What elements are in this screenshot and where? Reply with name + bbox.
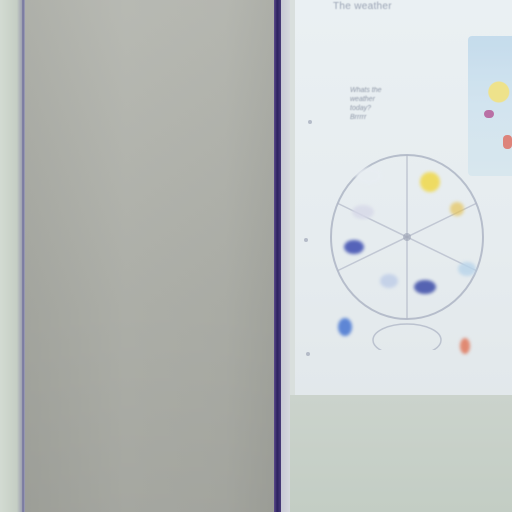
rain-icon [338,318,352,336]
corner-decoration [503,135,512,149]
rain-icon [414,280,436,294]
sun-icon [450,202,464,216]
snow-icon [458,262,476,276]
poster-dot [308,120,312,124]
poster-title: The weather [333,1,392,12]
door-edge-line [22,0,25,512]
poster-dot [306,352,310,356]
left-wall-strip [0,0,24,512]
door-shading [25,0,275,512]
corner-decoration [484,110,494,118]
cloud-icon [356,168,382,184]
grey-door-panel [25,0,275,512]
cloud-icon [380,274,398,288]
lower-wall [290,395,512,512]
rain-icon [344,240,364,254]
sun-icon [460,338,470,354]
corner-picture [468,36,512,176]
poster-note: Whats the weather today? Brrrrr [350,87,382,121]
cloud-icon [352,205,374,219]
poster-dot [304,238,308,242]
sun-icon [420,172,440,192]
door-frame [274,0,281,512]
